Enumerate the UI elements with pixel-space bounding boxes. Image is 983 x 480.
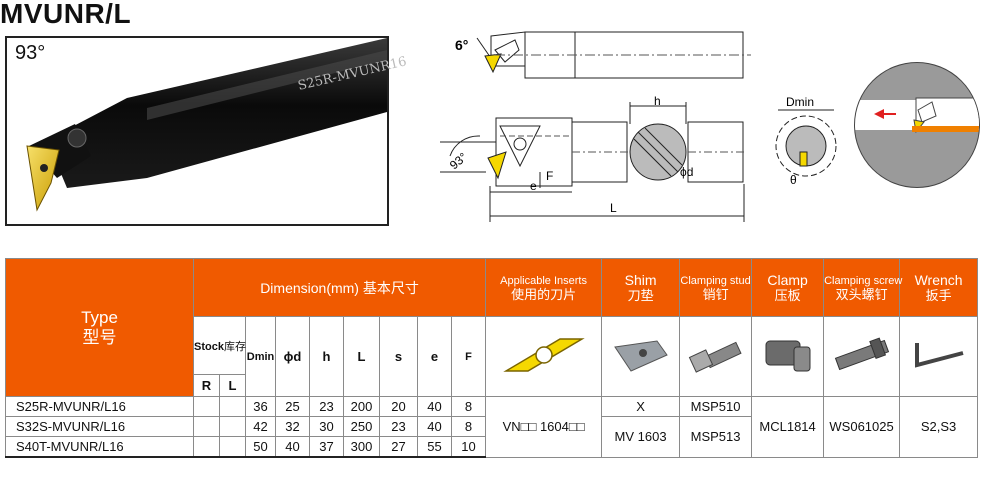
clamp-image-cell bbox=[751, 316, 825, 397]
stud-image-cell bbox=[679, 316, 753, 397]
label-d: ϕd bbox=[680, 165, 693, 179]
end-view-drawing: Dmin θ bbox=[775, 95, 837, 187]
product-photo: 93° S25R-MVUNR16 bbox=[5, 36, 408, 226]
photo-angle-label: 93° bbox=[15, 42, 46, 64]
shim-x: X bbox=[601, 396, 681, 417]
stud-icon bbox=[688, 341, 742, 373]
header-type: Type 型号 bbox=[5, 258, 194, 397]
screw-code: WS061025 bbox=[823, 396, 901, 458]
header-L: L bbox=[343, 316, 380, 397]
spec-table: Type 型号 Dimension(mm) 基本尺寸 Applicable In… bbox=[5, 258, 979, 458]
screw-icon bbox=[834, 337, 889, 371]
label-h: h bbox=[654, 94, 661, 108]
screw-image-cell bbox=[823, 316, 901, 397]
table-row: S40T-MVUNR/L16 50 40 37 300 27 55 10 bbox=[5, 436, 978, 458]
label-dmin: Dmin bbox=[786, 95, 814, 109]
insert-code: VN□□ 1604□□ bbox=[485, 396, 603, 458]
stud-msp513: MSP513 bbox=[679, 416, 753, 458]
header-phid: ϕd bbox=[275, 316, 310, 397]
wrench-image-cell bbox=[899, 316, 979, 397]
label-L: L bbox=[610, 201, 617, 215]
detail-circle-view bbox=[854, 62, 980, 188]
top-view-drawing: 6° bbox=[455, 31, 751, 79]
shim-image-cell bbox=[601, 316, 681, 397]
shim-mv1603: MV 1603 bbox=[601, 416, 681, 458]
boring-bar-image: S25R-MVUNR16 bbox=[26, 38, 408, 212]
wrench-code: S2,S3 bbox=[899, 396, 979, 458]
header-l: L bbox=[219, 374, 246, 397]
header-e: e bbox=[417, 316, 452, 397]
header-h: h bbox=[309, 316, 344, 397]
header-F: F bbox=[450, 316, 487, 397]
label-F: F bbox=[546, 169, 553, 183]
insert-image-cell bbox=[485, 316, 603, 397]
header-dmin: Dmin bbox=[245, 316, 276, 397]
header-r: R bbox=[193, 374, 220, 397]
clamp-code: MCL1814 bbox=[751, 396, 825, 458]
side-view-drawing: 93° h F e L ϕd bbox=[440, 94, 746, 222]
header-dimension: Dimension(mm) 基本尺寸 bbox=[192, 258, 487, 317]
insert-icon bbox=[502, 338, 585, 372]
label-theta: θ bbox=[790, 173, 797, 187]
table-row: S25R-MVUNR/L16 36 25 23 200 20 40 8 VN□□… bbox=[5, 396, 979, 458]
header-s: s bbox=[379, 316, 418, 397]
side-angle-label: 93° bbox=[447, 150, 470, 173]
shim-icon bbox=[613, 340, 668, 372]
top-angle-label: 6° bbox=[455, 37, 468, 53]
label-e: e bbox=[530, 179, 537, 193]
wrench-icon bbox=[914, 343, 964, 368]
clamp-icon bbox=[765, 340, 811, 372]
table-row: S32S-MVUNR/L16 42 32 30 250 23 40 8 MV 1… bbox=[5, 416, 978, 458]
stud-msp510: MSP510 bbox=[679, 396, 753, 417]
page-title: MVUNR/L bbox=[0, 0, 132, 29]
header-stock: Stock库存 bbox=[193, 316, 246, 375]
